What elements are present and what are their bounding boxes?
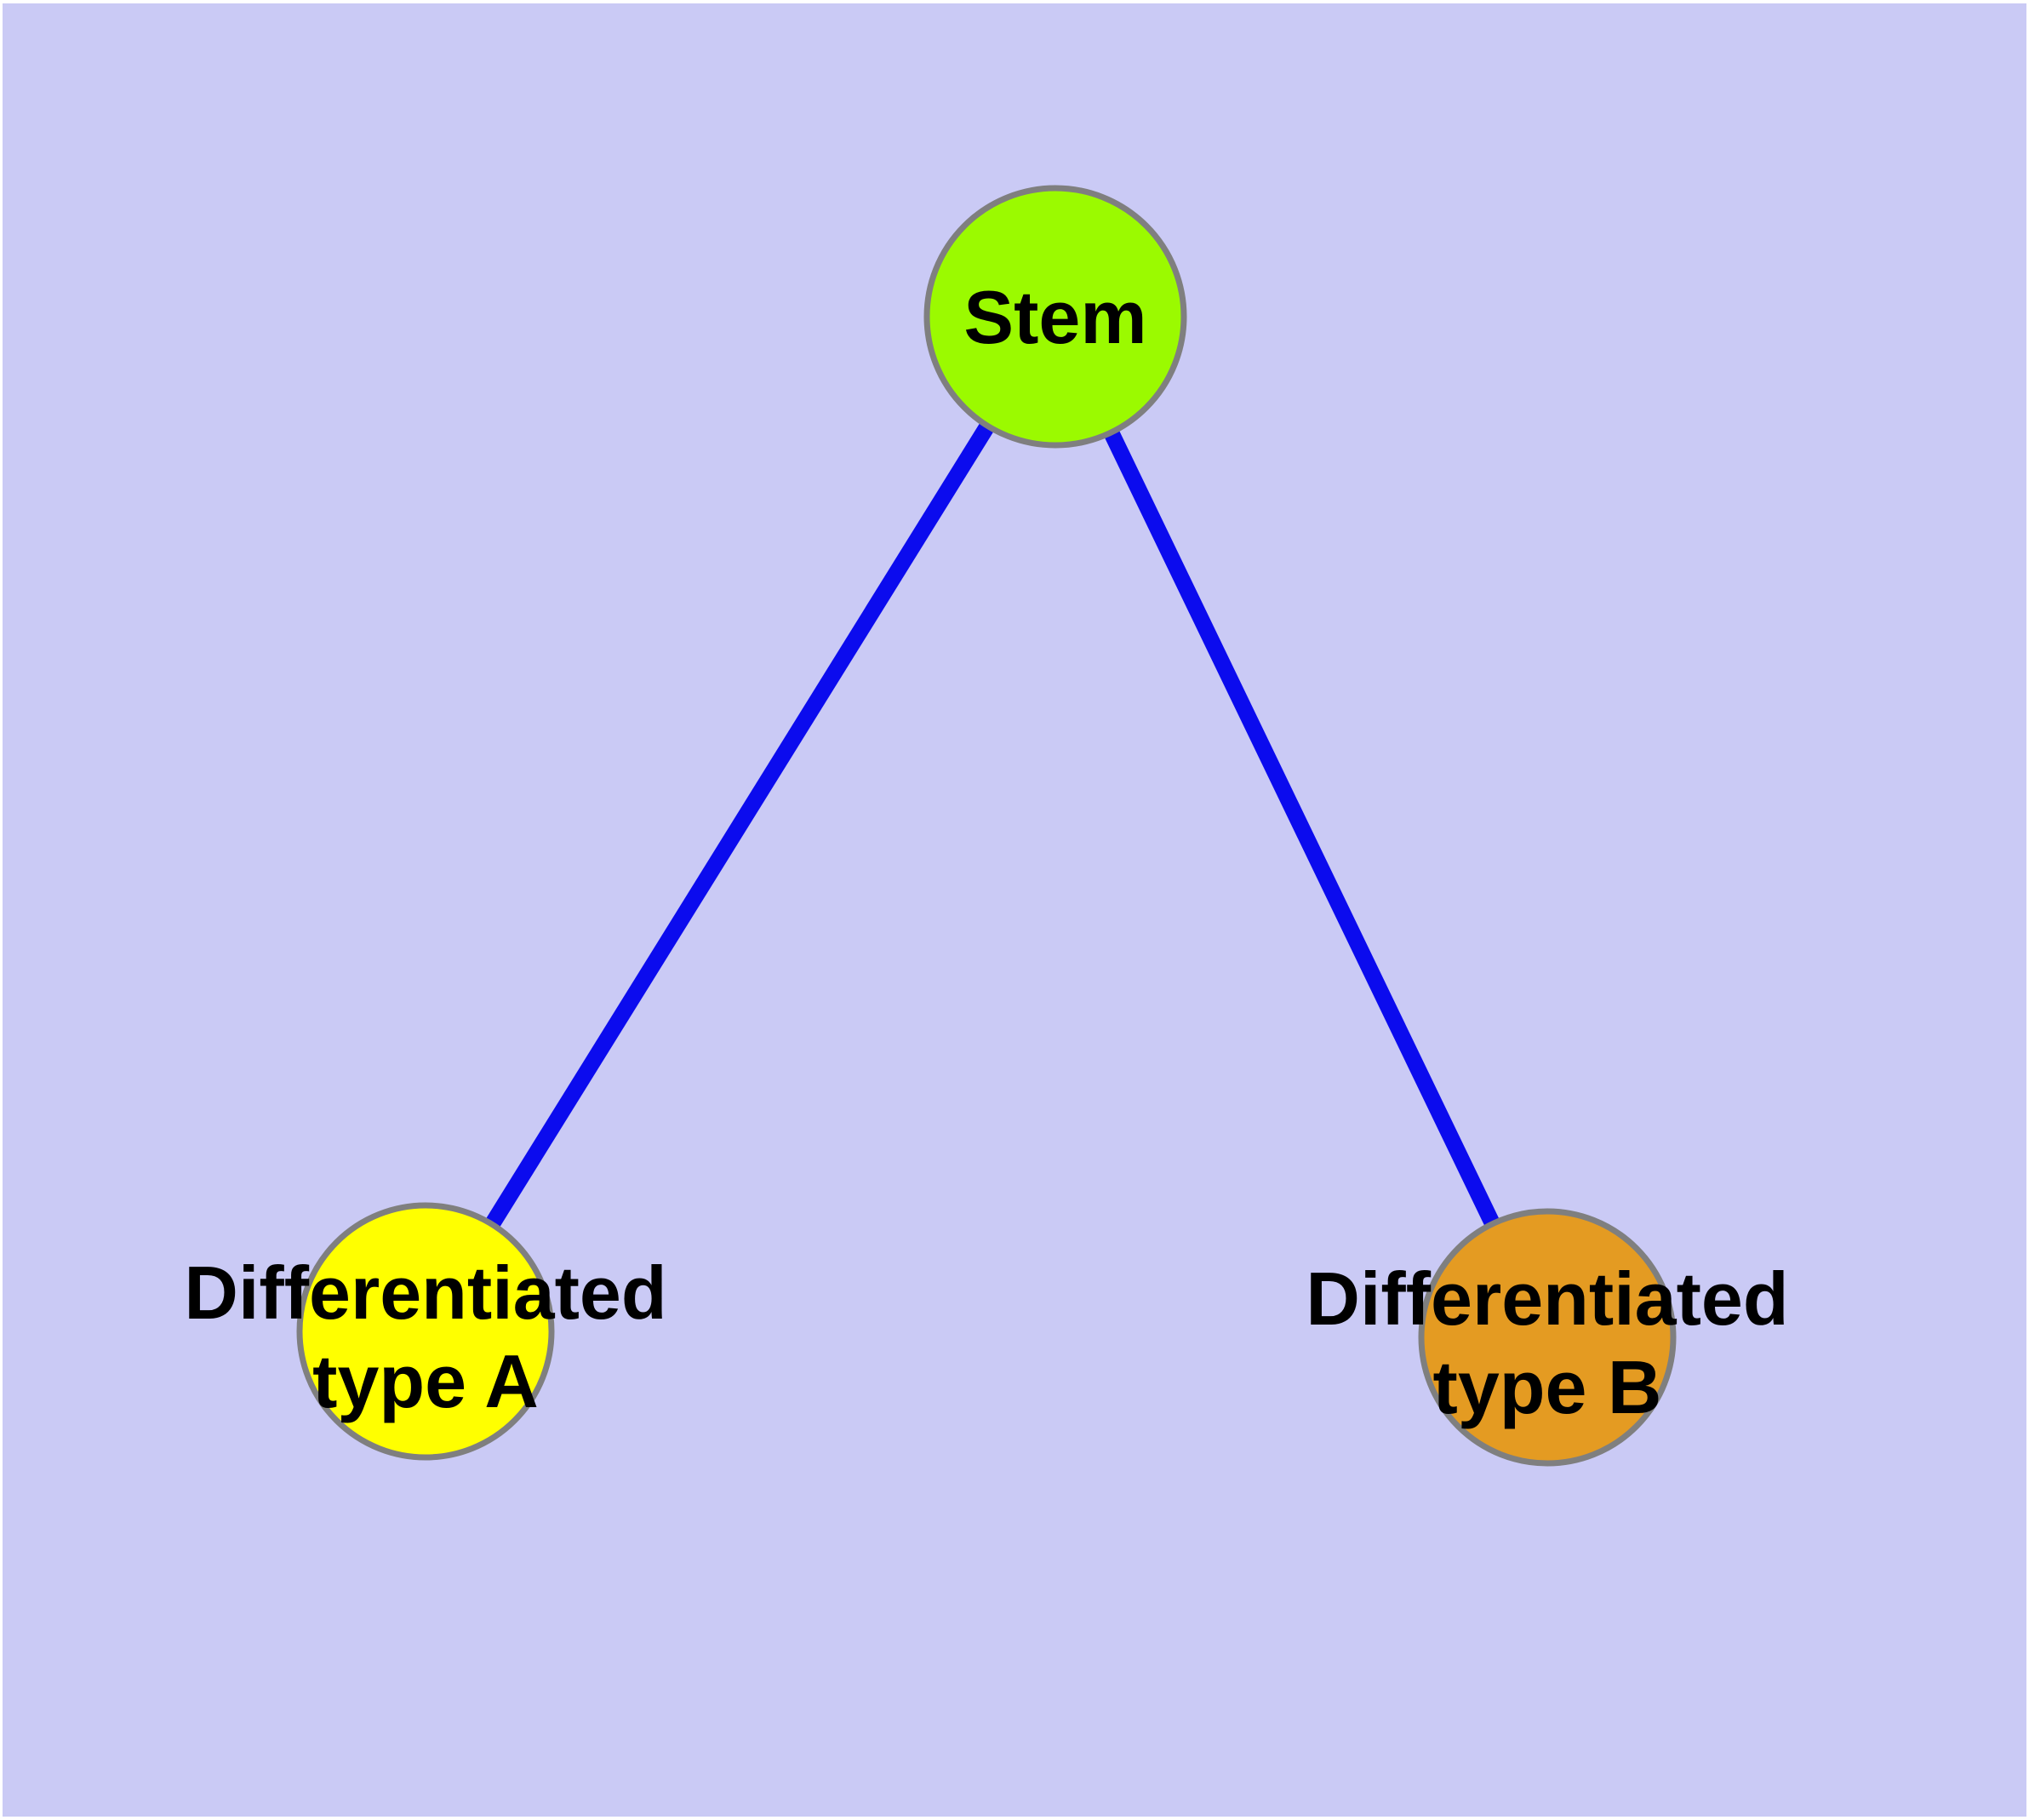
edge-stem-to-type-a — [418, 312, 1063, 1336]
differentiated-type-b-node-circle — [1418, 1208, 1677, 1467]
node-group — [296, 185, 1677, 1467]
label-group: Stem Differentiated type A Differentiate… — [184, 275, 1788, 1429]
differentiated-type-a-node-circle — [296, 1202, 555, 1461]
stem-node-label: Stem — [963, 275, 1146, 359]
differentiated-type-a-label-line2: type A — [312, 1339, 539, 1423]
differentiated-type-b-label-line2: type B — [1433, 1345, 1662, 1429]
differentiated-type-a-label-line1: Differentiated — [184, 1251, 666, 1335]
differentiated-type-b-label-line1: Differentiated — [1306, 1256, 1788, 1341]
edge-group — [418, 312, 1555, 1342]
edge-stem-to-type-b — [1048, 312, 1555, 1342]
stem-node-circle — [923, 185, 1187, 449]
